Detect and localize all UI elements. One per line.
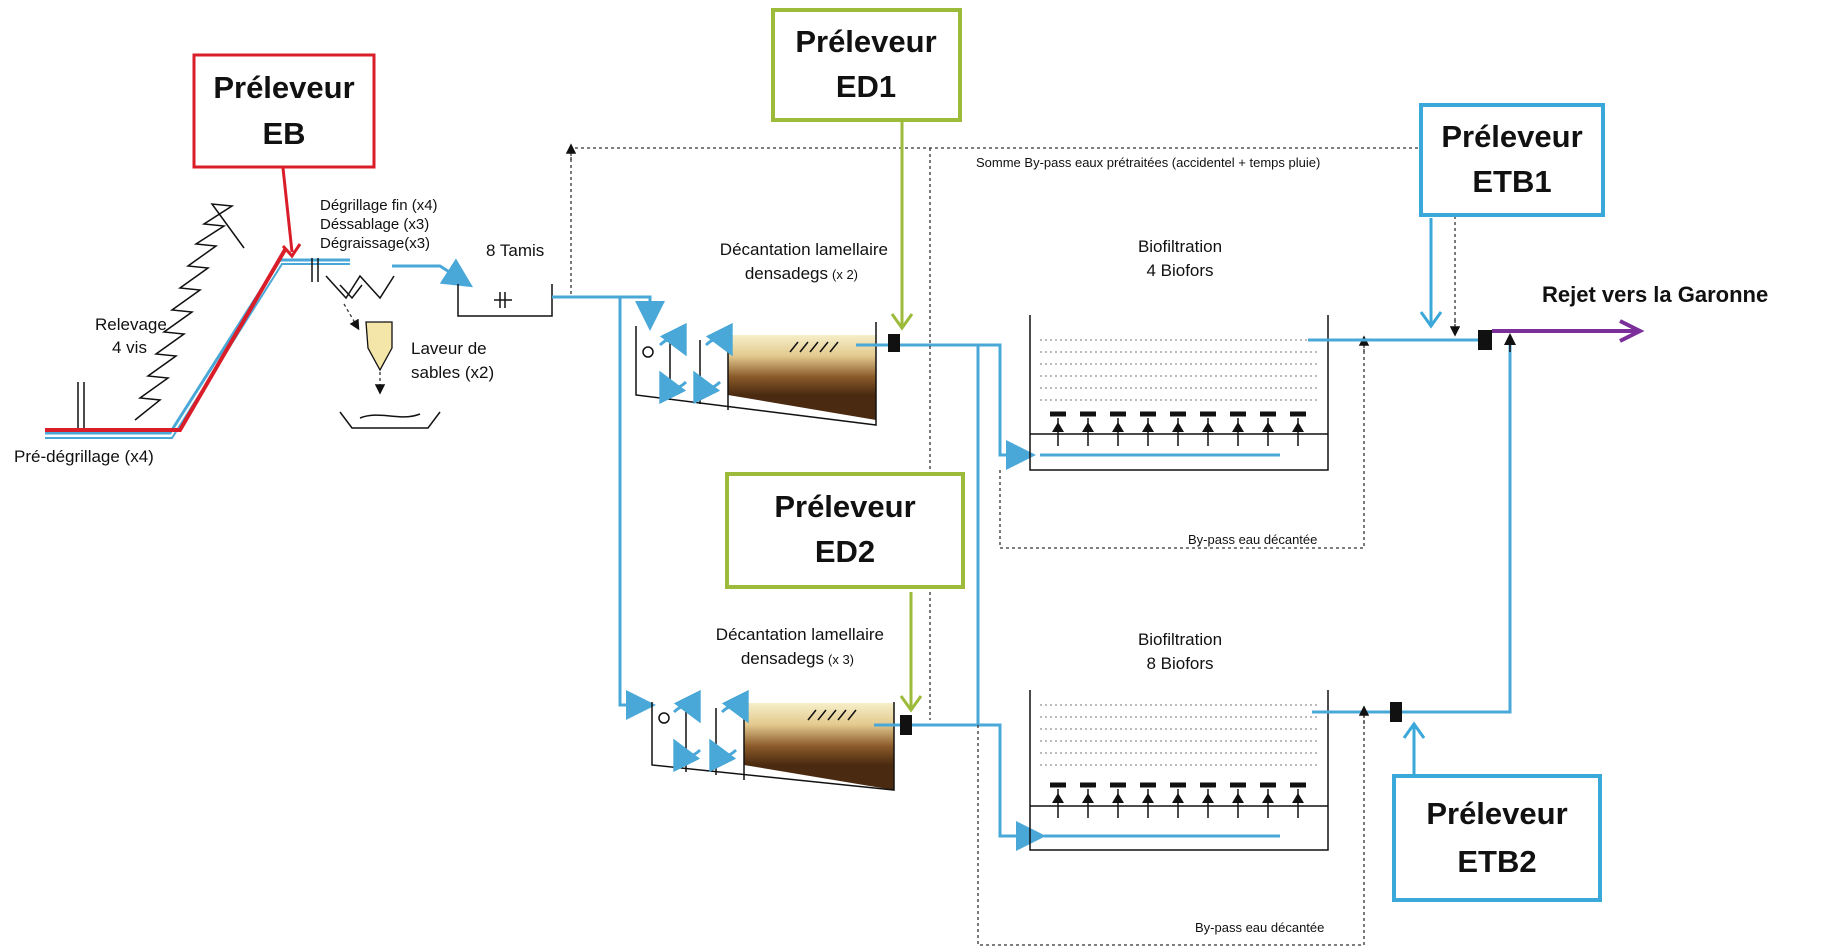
ed1-arrowhead — [890, 313, 914, 331]
label-bio2-line1: Biofiltration — [1138, 630, 1222, 649]
sampler-ed1: Préleveur ED1 — [771, 8, 962, 122]
nozzle-arrow-icon — [1262, 793, 1274, 803]
distribution-pipes — [552, 295, 665, 720]
bypass-dec2-line — [977, 705, 1370, 946]
sampler-etb2: Préleveur ETB2 — [1392, 774, 1602, 902]
label-bypass-dec2: By-pass eau décantée — [1195, 920, 1324, 935]
nozzle-arrow-icon — [1082, 422, 1094, 432]
sampler-ed2-line2: ED2 — [815, 534, 875, 569]
sampler-ed1-line2: ED1 — [836, 69, 896, 104]
nozzle-arrow-icon — [1292, 422, 1304, 432]
relevage-screws — [134, 203, 245, 421]
label-dec1-line1: Décantation lamellaire — [720, 240, 888, 259]
nozzle-arrow-icon — [1292, 793, 1304, 803]
tamis-unit — [457, 284, 553, 317]
label-rejet: Rejet vers la Garonne — [1542, 282, 1768, 307]
biofilter-1 — [1029, 315, 1360, 471]
sampler-eb-line2: EB — [262, 116, 305, 151]
pre-degrillage-screen — [77, 382, 85, 432]
sampler-etb1-line1: Préleveur — [1441, 119, 1582, 154]
label-bio2-line2: 8 Biofors — [1146, 654, 1213, 673]
raw-water-path — [45, 246, 350, 439]
ed2-arrowhead — [899, 695, 923, 713]
label-dessablage: Déssablage (x3) — [320, 216, 429, 233]
label-tamis: 8 Tamis — [486, 241, 544, 260]
label-degraissage: Dégraissage(x3) — [320, 235, 430, 252]
label-dec1-line2: densadegs — [745, 264, 828, 283]
nozzle-arrow-icon — [1172, 422, 1184, 432]
nozzle-arrow-icon — [1202, 422, 1214, 432]
nozzle-arrow-icon — [1142, 422, 1154, 432]
sampler-etb2-line1: Préleveur — [1426, 796, 1567, 831]
label-bypass-dec1: By-pass eau décantée — [1188, 532, 1317, 547]
sampler-eb-line1: Préleveur — [213, 70, 354, 105]
etb2-arrowhead — [1402, 721, 1426, 739]
nozzle-arrow-icon — [1172, 793, 1184, 803]
sampler-ed2: Préleveur ED2 — [725, 472, 965, 589]
sampler-eb: Préleveur EB — [192, 53, 376, 169]
nozzle-arrow-icon — [1262, 422, 1274, 432]
eb-connector — [281, 167, 294, 253]
sampler-ed2-line1: Préleveur — [774, 489, 915, 524]
sampler-etb2-line2: ETB2 — [1457, 844, 1536, 879]
decanted-water-pipes — [900, 343, 1046, 851]
label-degrillage-fin: Dégrillage fin (x4) — [320, 197, 438, 214]
nozzle-arrow-icon — [1112, 793, 1124, 803]
sampler-etb1: Préleveur ETB1 — [1419, 103, 1605, 217]
nozzle-arrow-icon — [1142, 793, 1154, 803]
label-bio1-line2: 4 Biofors — [1146, 261, 1213, 280]
eb-arrowhead — [281, 243, 302, 259]
bypass-dec1-line — [999, 335, 1370, 549]
label-bio1-line1: Biofiltration — [1138, 237, 1222, 256]
label-pre-degrillage: Pré-dégrillage (x4) — [14, 447, 154, 466]
label-bypass-top: Somme By-pass eaux prétraitées (accident… — [976, 155, 1320, 170]
decanter-2 — [651, 689, 912, 791]
nozzle-arrow-icon — [1052, 422, 1064, 432]
nozzle-arrow-icon — [1232, 422, 1244, 432]
nozzle-arrow-icon — [1112, 422, 1124, 432]
flow-to-tamis — [392, 258, 474, 288]
label-relevage-1: Relevage — [95, 315, 167, 334]
bypass-top-line — [565, 143, 1461, 337]
nozzle-arrow-icon — [1202, 793, 1214, 803]
dessablage-unit — [311, 258, 395, 300]
biofilter-2 — [1029, 340, 1512, 851]
etb1-arrowhead — [1419, 311, 1443, 329]
label-laveur-2: sables (x2) — [411, 363, 494, 382]
label-laveur-1: Laveur de — [411, 339, 487, 358]
sand-washer — [339, 303, 441, 429]
outlet — [1360, 319, 1645, 352]
label-dec2-line2: densadegs — [741, 649, 824, 668]
nozzle-arrow-icon — [1082, 793, 1094, 803]
label-dec2-line1: Décantation lamellaire — [716, 625, 884, 644]
sampler-etb1-line2: ETB1 — [1472, 164, 1551, 199]
sampler-ed1-line1: Préleveur — [795, 24, 936, 59]
label-dec1-count: (x 2) — [832, 267, 858, 282]
label-relevage-2: 4 vis — [112, 338, 147, 357]
nozzle-arrow-icon — [1232, 793, 1244, 803]
label-dec2-count: (x 3) — [828, 652, 854, 667]
decanter-1 — [635, 322, 900, 426]
nozzle-arrow-icon — [1052, 793, 1064, 803]
